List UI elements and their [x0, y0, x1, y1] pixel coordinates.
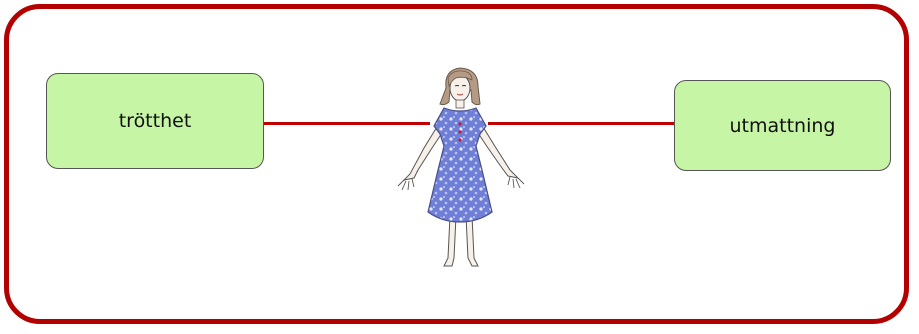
- node-trotthet-label: trötthet: [119, 110, 192, 132]
- node-utmattning-label: utmattning: [730, 115, 836, 137]
- node-trotthet: trötthet: [46, 73, 264, 169]
- node-utmattning: utmattning: [674, 80, 891, 171]
- woman-figure-illustration: [388, 66, 533, 276]
